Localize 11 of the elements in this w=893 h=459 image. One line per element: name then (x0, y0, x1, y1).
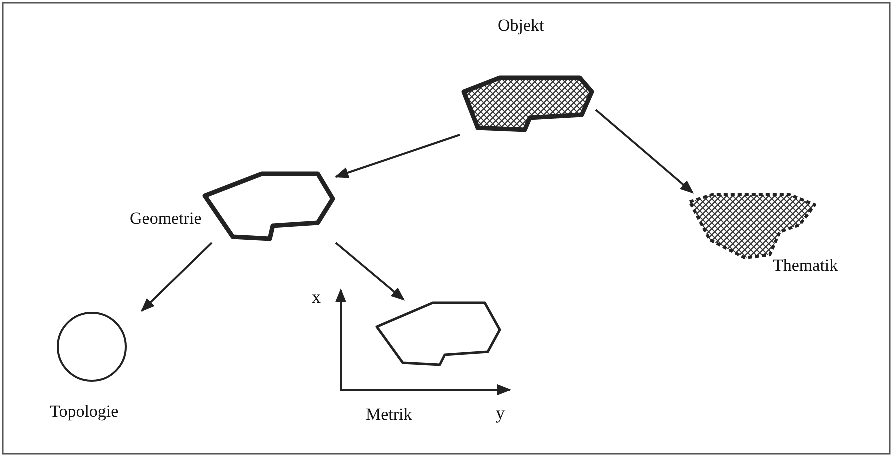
arrow (595, 109, 694, 194)
arrow (335, 242, 406, 301)
node-label: Metrik (366, 406, 412, 425)
axis-label: x (312, 288, 321, 308)
node-label: Topologie (50, 403, 119, 422)
node-label: Geometrie (130, 210, 202, 229)
arrow (141, 242, 213, 312)
node-label: Objekt (498, 17, 544, 36)
arrow (334, 134, 460, 178)
node-label: Thematik (773, 257, 838, 276)
axis-label: y (496, 404, 505, 424)
